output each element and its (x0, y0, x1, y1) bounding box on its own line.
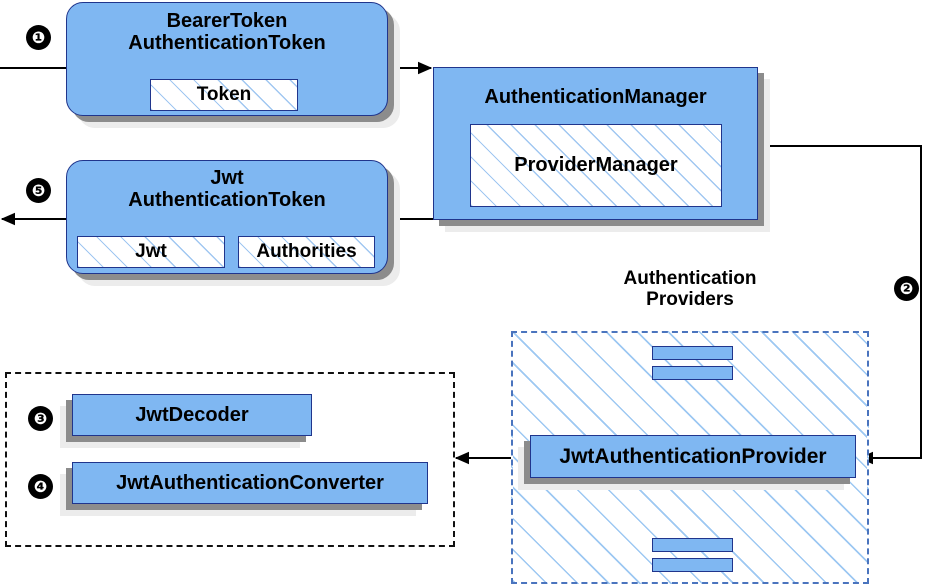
step-badge-2-label: ❷ (899, 278, 914, 298)
step-badge-4: ❹ (28, 474, 53, 499)
step-badge-1: ❶ (26, 25, 51, 50)
authentication-manager-inner-provider-manager: ProviderManager (470, 124, 722, 207)
jwt-support-group (5, 372, 455, 547)
providers-caption-line2: Providers (646, 289, 734, 311)
providers-caption-line1: Authentication (623, 268, 757, 289)
authentication-providers-caption: Authentication Providers (560, 268, 820, 311)
step-badge-5-label: ❺ (31, 180, 46, 200)
authentication-manager-label: AuthenticationManager (484, 86, 707, 108)
jwt-converter-label: JwtAuthenticationConverter (116, 471, 384, 494)
provider-placeholder-bar-top-2 (652, 366, 733, 380)
jwt-provider-label: JwtAuthenticationProvider (559, 444, 827, 468)
step-badge-2: ❷ (894, 276, 919, 301)
node-jwt-authentication-provider[interactable]: JwtAuthenticationProvider (530, 435, 856, 478)
jwt-token-inner-jwt-label: Jwt (135, 241, 167, 262)
step-badge-5: ❺ (26, 178, 51, 203)
bearer-token-inner-label: Token (196, 84, 252, 105)
jwt-token-label-line2: AuthenticationToken (128, 189, 326, 212)
node-jwt-authentication-converter[interactable]: JwtAuthenticationConverter (72, 462, 428, 504)
bearer-token-label-line1: BearerToken (166, 10, 288, 32)
provider-placeholder-bar-bottom-1 (652, 538, 733, 552)
connector-manager-to-provider (758, 145, 922, 465)
step-badge-3: ❸ (28, 406, 53, 431)
step-badge-3-label: ❸ (33, 408, 48, 428)
provider-placeholder-bar-bottom-2 (652, 558, 733, 572)
jwt-token-label-line1: Jwt (210, 167, 244, 189)
step-badge-4-label: ❹ (33, 476, 48, 496)
jwt-decoder-label: JwtDecoder (135, 403, 249, 426)
bearer-token-label-line2: AuthenticationToken (128, 32, 326, 55)
node-jwt-decoder[interactable]: JwtDecoder (72, 394, 312, 436)
jwt-token-inner-authorities: Authorities (238, 236, 375, 268)
bearer-token-inner-token: Token (150, 79, 298, 111)
step-badge-1-label: ❶ (31, 27, 46, 47)
jwt-token-inner-jwt: Jwt (77, 236, 225, 268)
provider-manager-label: ProviderManager (514, 154, 678, 176)
provider-placeholder-bar-top-1 (652, 346, 733, 360)
jwt-token-inner-authorities-label: Authorities (256, 241, 357, 262)
